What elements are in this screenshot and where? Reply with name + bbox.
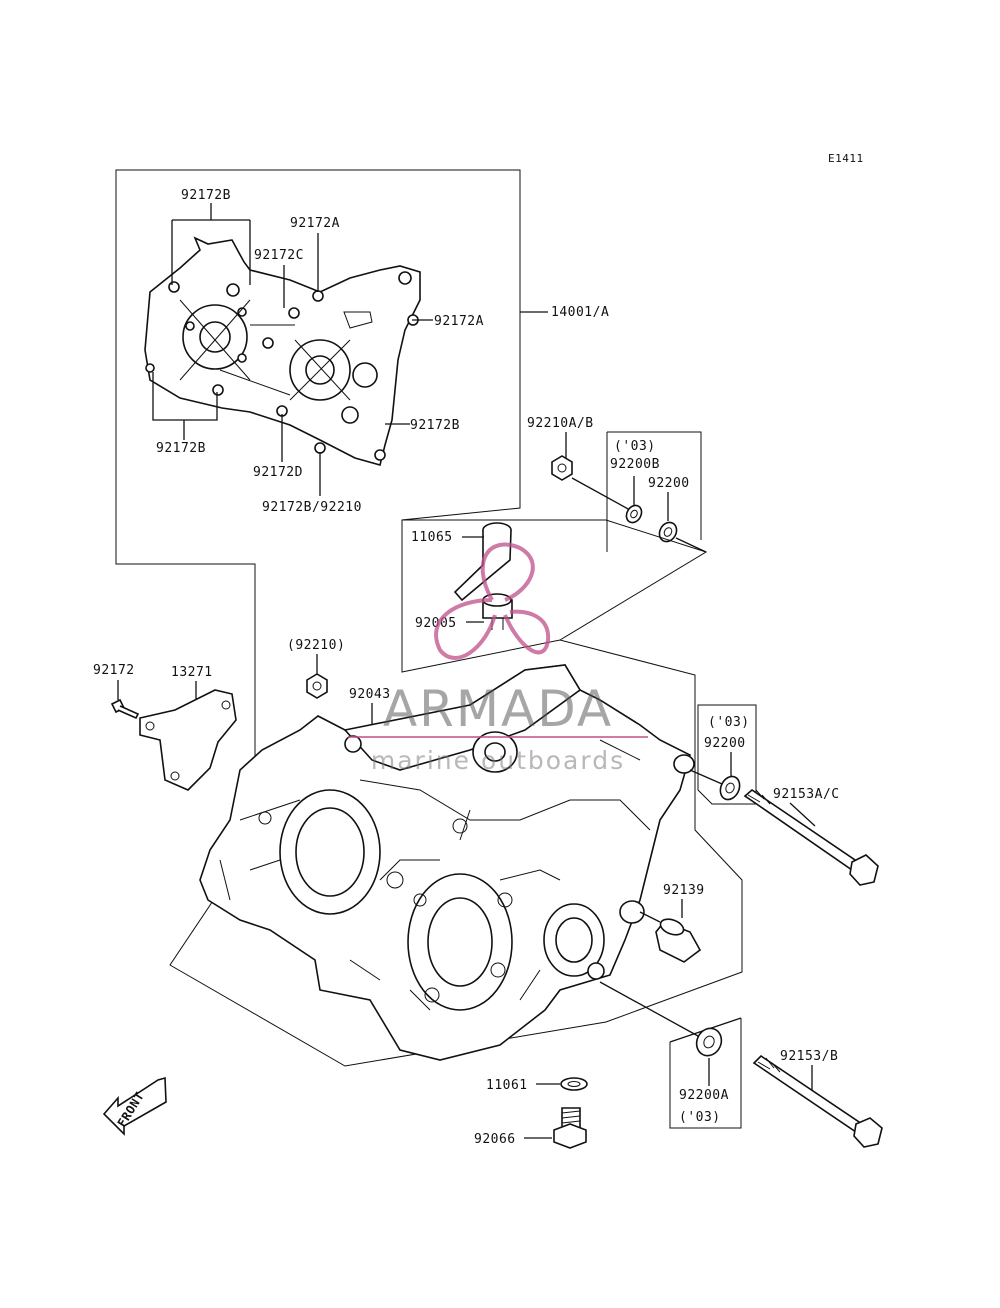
watermark: ARMADA marine outboards	[348, 542, 648, 775]
label-92200A: 92200A	[679, 1088, 729, 1103]
label-11061: 11061	[486, 1078, 528, 1093]
label-92172: 92172	[93, 663, 135, 678]
label-92172A-right: 92172A	[434, 314, 484, 329]
box-11065	[402, 519, 708, 641]
washer-92200-upper	[658, 521, 678, 543]
main-frame-outline	[115, 169, 743, 1067]
nut-92210-left	[306, 673, 328, 699]
label-13271: 13271	[171, 665, 213, 680]
label-03-b: ('03)	[708, 715, 750, 730]
label-92066: 92066	[474, 1132, 516, 1147]
collar-92139	[639, 911, 702, 963]
label-92005: 92005	[415, 616, 457, 631]
bolt-92153B	[752, 1054, 883, 1148]
leaders-11065-92005	[462, 536, 484, 623]
nut-92210	[551, 455, 573, 481]
gasket-11061	[560, 1077, 588, 1091]
label-92172B-right: 92172B	[410, 418, 460, 433]
bracket-03-b	[697, 704, 757, 805]
watermark-tagline: marine outboards	[371, 746, 625, 775]
bolt-92153AC	[743, 788, 879, 886]
washer-92200B	[625, 504, 643, 524]
label-92200-a: 92200	[648, 476, 690, 491]
label-92153B: 92153/B	[780, 1049, 838, 1064]
label-92200-b: 92200	[704, 736, 746, 751]
screw-92172	[110, 698, 140, 720]
label-03-a: ('03)	[614, 439, 656, 454]
label-92210-paren: (92210)	[287, 638, 345, 653]
label-92172B-top: 92172B	[181, 188, 231, 203]
bracket-03-a	[606, 431, 702, 552]
label-92172B-92210: 92172B/92210	[262, 500, 362, 515]
washer-92200-right	[719, 775, 741, 801]
leaders-upper	[152, 203, 548, 496]
label-92043: 92043	[349, 687, 391, 702]
bracket-03-c	[669, 1018, 742, 1129]
plate-13271	[139, 689, 237, 791]
label-92139: 92139	[663, 883, 705, 898]
plug-92066	[553, 1107, 587, 1149]
washer-92200A	[695, 1027, 723, 1057]
label-14001A: 14001/A	[551, 305, 609, 320]
label-92172C: 92172C	[254, 248, 304, 263]
front-arrow-icon: FRONT	[102, 1076, 167, 1136]
label-92200B: 92200B	[610, 457, 660, 472]
crankcase-half-upper	[144, 236, 421, 466]
leader-92210AB	[565, 432, 631, 511]
propeller-logo-icon	[434, 542, 551, 660]
label-92172A-top: 92172A	[290, 216, 340, 231]
label-92210AB: 92210A/B	[527, 416, 594, 431]
label-11065: 11065	[411, 530, 453, 545]
label-92172D: 92172D	[253, 465, 303, 480]
label-03-c: ('03)	[679, 1110, 721, 1125]
watermark-brand: ARMADA	[383, 680, 613, 738]
label-92153AC: 92153A/C	[773, 787, 840, 802]
crankcase-main	[199, 664, 695, 1061]
diagram-code: E1411	[828, 152, 864, 165]
label-92172B-left: 92172B	[156, 441, 206, 456]
